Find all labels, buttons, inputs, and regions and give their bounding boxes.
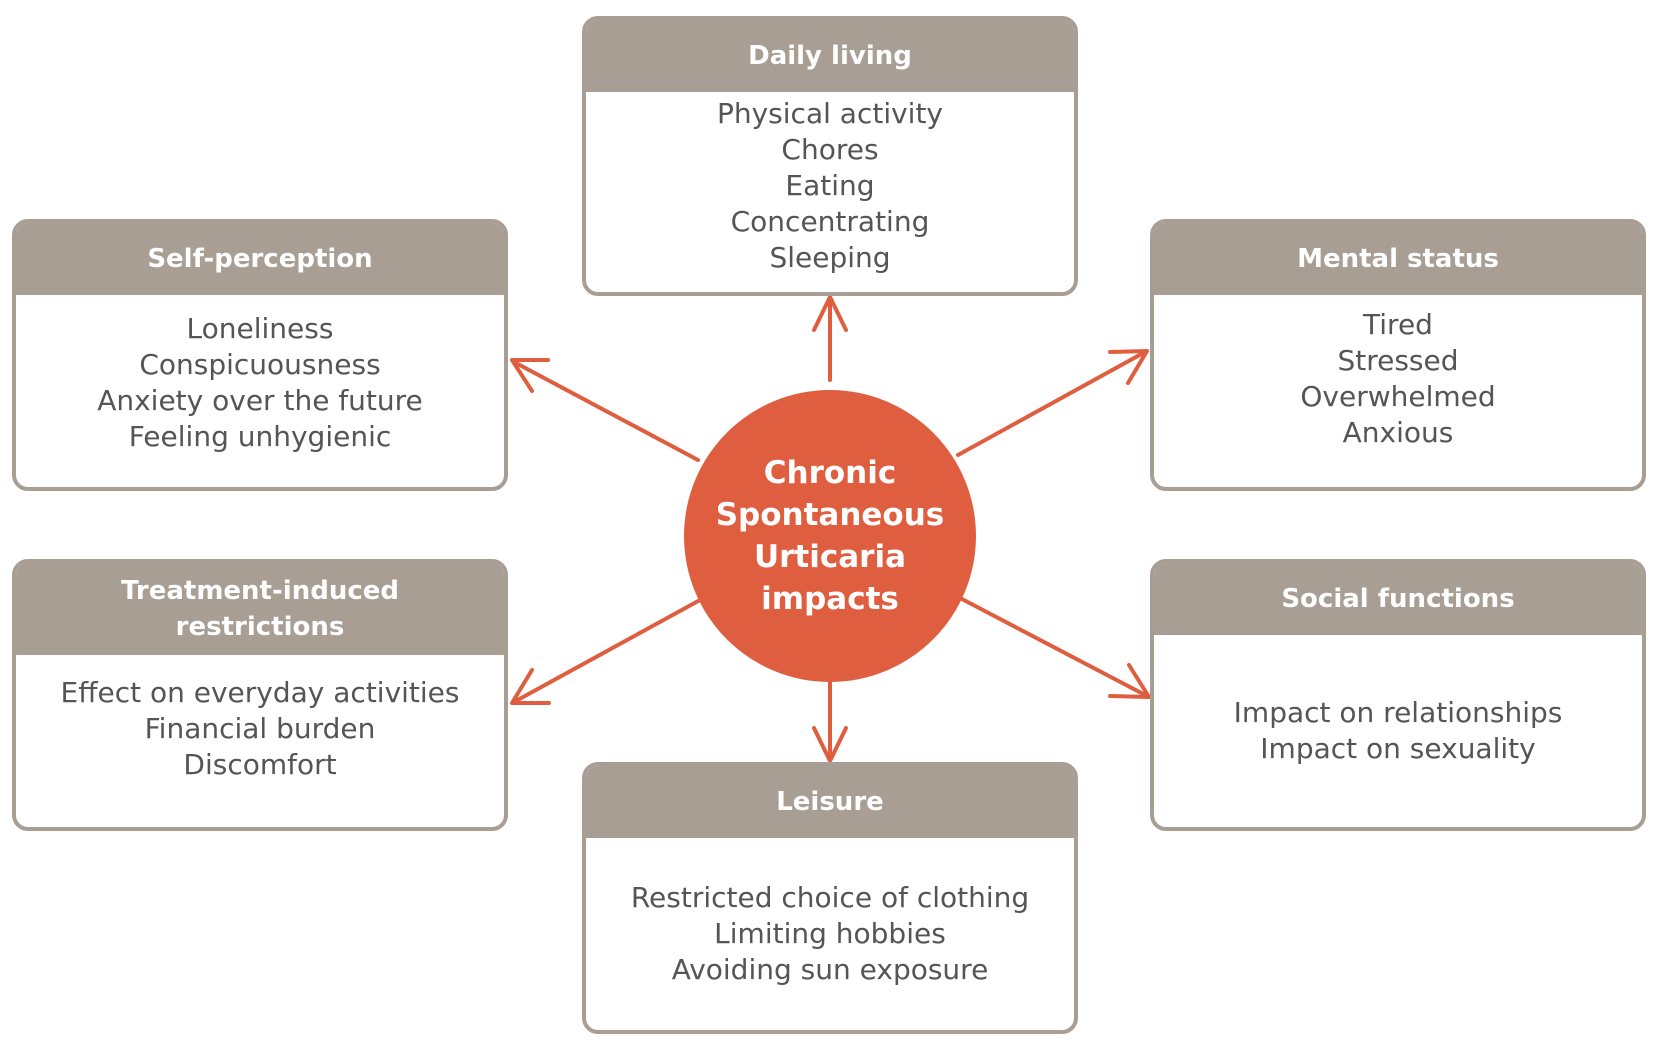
list-item: Chores	[781, 133, 879, 166]
center-topic-line: Chronic	[763, 455, 897, 491]
list-item: Impact on sexuality	[1260, 732, 1536, 765]
leisure-title: Leisure	[776, 787, 884, 817]
list-item: Feeling unhygienic	[128, 420, 392, 453]
list-item: Stressed	[1337, 344, 1459, 377]
list-item: Tired	[1363, 308, 1433, 341]
arrow-to-leisure	[812, 670, 848, 763]
center-topic-line: impacts	[761, 581, 899, 617]
list-item: Conspicuousness	[139, 348, 381, 381]
social-functions-title: Social functions	[1281, 584, 1515, 614]
arrow-to-self-perception	[510, 358, 700, 462]
daily-living-title: Daily living	[748, 41, 912, 71]
treatment-restrictions-title-line: Treatment-induced	[121, 576, 399, 606]
mental-status-items: Tired Stressed Overwhelmed Anxious	[1154, 295, 1642, 487]
leisure-header: Leisure	[586, 766, 1074, 838]
list-item: Avoiding sun exposure	[671, 953, 989, 986]
treatment-restrictions-box: Treatment-induced restrictions Effect on…	[12, 559, 508, 831]
self-perception-box: Self-perception Loneliness Conspicuousne…	[12, 219, 508, 491]
list-item: Eating	[785, 169, 875, 202]
mental-status-header: Mental status	[1154, 223, 1642, 295]
list-item: Restricted choice of clothing	[630, 881, 1030, 914]
self-perception-items: Loneliness Conspicuousness Anxiety over …	[16, 295, 504, 487]
center-topic-line: Spontaneous	[715, 497, 945, 533]
self-perception-header: Self-perception	[16, 223, 504, 295]
list-item: Overwhelmed	[1300, 380, 1496, 413]
daily-living-items: Physical activity Chores Eating Concentr…	[586, 92, 1074, 292]
treatment-restrictions-items: Effect on everyday activities Financial …	[16, 655, 504, 827]
list-item: Physical activity	[716, 97, 943, 130]
daily-living-header: Daily living	[586, 20, 1074, 92]
center-topic-circle: Chronic Spontaneous Urticaria impacts	[684, 390, 976, 682]
mental-status-title: Mental status	[1297, 244, 1499, 274]
center-topic-line: Urticaria	[753, 539, 907, 575]
list-item: Sleeping	[769, 241, 891, 274]
treatment-restrictions-title-line: restrictions	[175, 612, 345, 642]
leisure-items: Restricted choice of clothing Limiting h…	[586, 838, 1074, 1030]
social-functions-box: Social functions Impact on relationships…	[1150, 559, 1646, 831]
arrow-to-social-functions	[958, 596, 1151, 699]
list-item: Effect on everyday activities	[60, 676, 460, 709]
self-perception-title: Self-perception	[147, 244, 373, 274]
social-functions-header: Social functions	[1154, 563, 1642, 635]
list-item: Loneliness	[186, 312, 334, 345]
list-item: Concentrating	[730, 205, 930, 238]
list-item: Impact on relationships	[1233, 696, 1563, 729]
arrow-to-treatment-restrictions	[510, 598, 702, 705]
arrow-to-daily-living	[812, 295, 848, 382]
list-item: Limiting hobbies	[714, 917, 946, 950]
list-item: Anxiety over the future	[97, 384, 423, 417]
leisure-box: Leisure Restricted choice of clothing Li…	[582, 762, 1078, 1034]
list-item: Financial burden	[144, 712, 376, 745]
daily-living-box: Daily living Physical activity Chores Ea…	[582, 16, 1078, 296]
social-functions-items: Impact on relationships Impact on sexual…	[1154, 635, 1642, 827]
list-item: Anxious	[1342, 416, 1454, 449]
mental-status-box: Mental status Tired Stressed Overwhelmed…	[1150, 219, 1646, 491]
arrow-to-mental-status	[956, 349, 1149, 457]
list-item: Discomfort	[183, 748, 337, 781]
treatment-restrictions-header: Treatment-induced restrictions	[16, 563, 504, 655]
